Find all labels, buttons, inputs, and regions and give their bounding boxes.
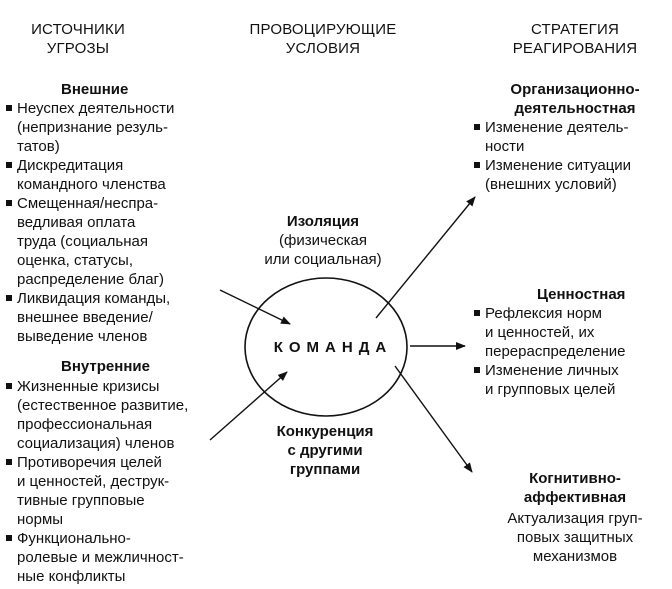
arrow-internal-to-team xyxy=(209,371,288,441)
header-conditions-line-1: ПРОВОЦИРУЮЩИЕ xyxy=(249,21,397,38)
header-strategy-line-1: СТРАТЕГИЯ xyxy=(530,21,620,38)
internal-item: Жизненные кризисы (естественное развитие… xyxy=(6,377,236,453)
header-strategy: СТРАТЕГИЯ РЕАГИРОВАНИЯ xyxy=(490,20,660,58)
internal-list: Жизненные кризисы (естественное развитие… xyxy=(6,377,236,586)
header-sources-line-1: ИСТОЧНИКИ xyxy=(31,21,125,38)
competition-line: Конкуренция xyxy=(276,423,374,440)
cognitive-title: Когнитивно- аффективная xyxy=(523,470,627,506)
arrow-team-to-org xyxy=(375,196,476,319)
external-item: Смещенная/неспра- ведливая оплата труда … xyxy=(6,194,236,289)
value-item: Рефлексия норм и ценностей, их перераспр… xyxy=(474,304,670,361)
org-item: Изменение ситуации (внешних условий) xyxy=(474,156,670,194)
header-sources: ИСТОЧНИКИ УГРОЗЫ xyxy=(8,20,148,58)
header-conditions: ПРОВОЦИРУЮЩИЕ УСЛОВИЯ xyxy=(238,20,408,58)
header-sources-line-2: УГРОЗЫ xyxy=(46,40,110,57)
external-list: Неуспех деятельности (непризнание резуль… xyxy=(6,99,236,346)
arrow-external-to-team xyxy=(219,289,291,325)
value-list: Рефлексия норм и ценностей, их перераспр… xyxy=(474,304,670,399)
competition-line: с другими xyxy=(287,442,363,459)
competition-block: Конкуренция с другими группами xyxy=(260,422,390,479)
external-item: Неуспех деятельности (непризнание резуль… xyxy=(6,99,236,156)
team-label: КОМАНДА xyxy=(274,339,393,356)
external-title: Внешние xyxy=(61,81,129,98)
org-title: Организационно- деятельностная xyxy=(510,81,640,117)
isolation-line: или социальная) xyxy=(264,251,382,268)
team-ellipse xyxy=(244,277,408,417)
internal-item: Функционально- ролевые и межличност- ные… xyxy=(6,529,236,586)
cognitive-text: Актуализация груп- повых защитных механи… xyxy=(507,510,643,565)
arrow-team-to-cognitive xyxy=(394,365,473,473)
isolation-block: Изоляция (физическая или социальная) xyxy=(248,212,398,269)
external-item: Ликвидация команды, внешнее введение/ вы… xyxy=(6,289,236,346)
isolation-title: Изоляция xyxy=(286,213,360,230)
header-strategy-line-2: РЕАГИРОВАНИЯ xyxy=(512,40,638,57)
org-item: Изменение деятель- ности xyxy=(474,118,670,156)
value-item: Изменение личных и групповых целей xyxy=(474,361,670,399)
isolation-line: (физическая xyxy=(279,232,367,249)
value-title: Ценностная xyxy=(537,286,626,303)
header-conditions-line-2: УСЛОВИЯ xyxy=(285,40,361,57)
competition-line: группами xyxy=(289,461,361,478)
internal-item: Противоречия целей и ценностей, деструк-… xyxy=(6,453,236,529)
internal-title: Внутренние xyxy=(61,358,150,375)
org-list: Изменение деятель- ности Изменение ситуа… xyxy=(474,118,670,194)
external-item: Дискредитация командного членства xyxy=(6,156,236,194)
